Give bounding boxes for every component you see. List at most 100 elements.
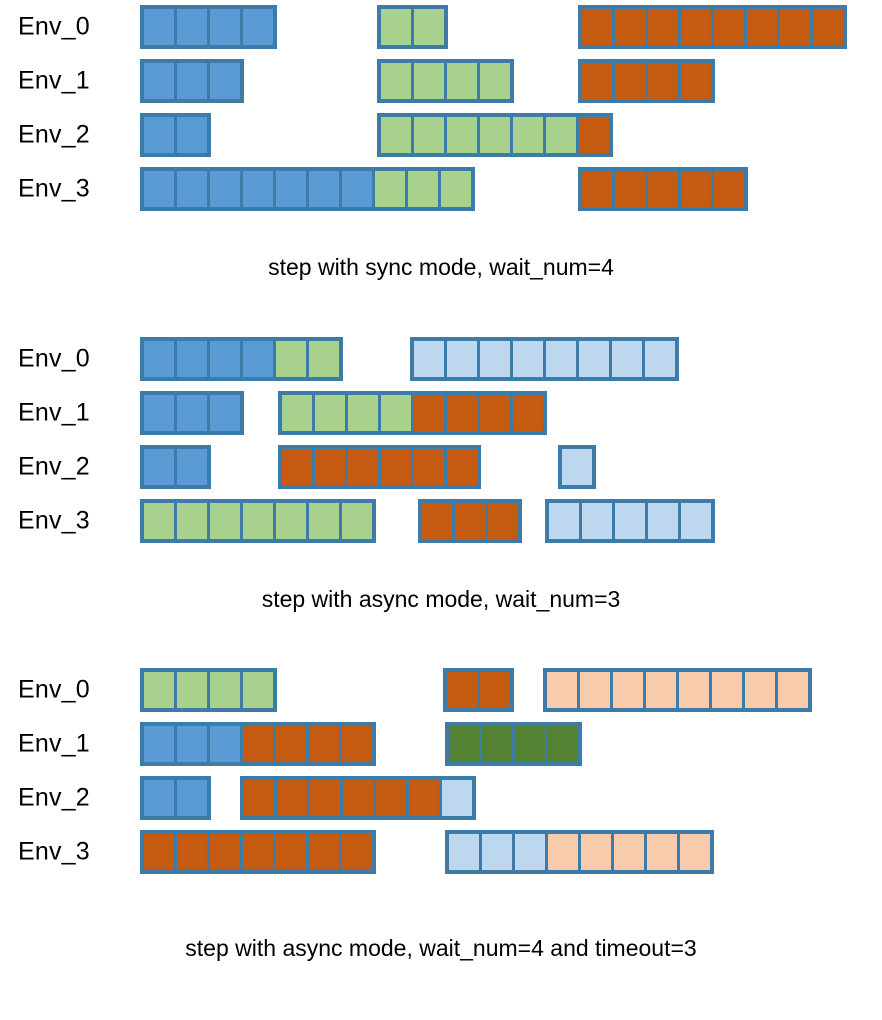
env-row-label: Env_0 <box>18 675 90 704</box>
step-cell-blue <box>144 9 174 45</box>
env-row: Env_3 <box>0 825 882 879</box>
step-cell-blue <box>177 9 207 45</box>
step-cell-green <box>210 672 240 709</box>
step-cell-lightblue <box>480 340 510 377</box>
step-cell-green <box>243 672 273 709</box>
panel-spacer <box>0 282 882 332</box>
env-row: Env_3 <box>0 494 882 548</box>
step-cell-orange <box>414 448 444 485</box>
env-row: Env_0 <box>0 0 882 54</box>
step-block-group <box>140 668 277 713</box>
step-cell-blue <box>177 340 207 377</box>
step-cell-lightblue <box>579 340 609 377</box>
step-block-group <box>140 498 376 543</box>
step-block-group <box>377 59 514 103</box>
step-cell-orange <box>648 63 678 99</box>
step-cell-peach <box>778 672 808 709</box>
step-cell-green <box>441 171 471 207</box>
step-cell-blue <box>144 726 174 763</box>
step-cell-blue <box>144 171 174 207</box>
step-cell-peach <box>646 672 676 709</box>
step-cell-orange <box>376 780 406 817</box>
step-block-group <box>140 776 211 821</box>
step-cell-orange <box>747 9 777 45</box>
step-cell-orange <box>276 726 306 763</box>
step-block-group <box>545 498 715 543</box>
env-row-label: Env_3 <box>18 837 90 866</box>
env-timeline-track <box>0 162 882 216</box>
env-row: Env_0 <box>0 663 882 717</box>
step-cell-orange <box>243 834 273 871</box>
step-cell-lightblue <box>549 502 579 539</box>
step-cell-peach <box>614 834 644 871</box>
step-cell-green <box>315 394 345 431</box>
step-block-group <box>140 722 376 767</box>
step-cell-peach <box>581 834 611 871</box>
step-cell-green <box>177 672 207 709</box>
env-row-label: Env_3 <box>18 506 90 535</box>
step-cell-orange <box>455 502 485 539</box>
step-cell-lightblue <box>447 340 477 377</box>
step-cell-lightblue <box>482 834 512 871</box>
step-cell-orange <box>480 672 510 709</box>
env-timeline-track <box>0 0 882 54</box>
step-cell-orange <box>282 448 312 485</box>
step-cell-green <box>348 394 378 431</box>
env-row-label: Env_2 <box>18 783 90 812</box>
step-cell-peach <box>712 672 742 709</box>
step-cell-blue <box>144 448 174 485</box>
step-cell-lightblue <box>414 340 444 377</box>
step-cell-green <box>480 117 510 153</box>
step-cell-orange <box>615 171 645 207</box>
step-cell-lightblue <box>442 780 472 817</box>
step-cell-green <box>177 502 207 539</box>
step-cell-orange <box>480 394 510 431</box>
step-cell-blue <box>144 63 174 99</box>
step-cell-lightblue <box>582 502 612 539</box>
step-block-group <box>377 5 448 49</box>
step-cell-blue <box>177 726 207 763</box>
step-block-group <box>278 390 547 435</box>
step-cell-orange <box>309 726 339 763</box>
env-row: Env_3 <box>0 162 882 216</box>
step-cell-blue <box>144 117 174 153</box>
step-cell-orange <box>615 63 645 99</box>
step-cell-orange <box>447 394 477 431</box>
env-row-label: Env_2 <box>18 120 90 149</box>
panel-caption: step with async mode, wait_num=4 and tim… <box>185 935 697 962</box>
step-cell-orange <box>409 780 439 817</box>
env-timeline-track <box>0 332 882 386</box>
step-cell-blue <box>243 171 273 207</box>
step-cell-orange <box>244 780 274 817</box>
step-cell-green <box>309 340 339 377</box>
step-cell-green <box>381 394 411 431</box>
panel-spacer <box>0 613 882 663</box>
step-cell-orange <box>615 9 645 45</box>
panel-caption: step with sync mode, wait_num=4 <box>268 254 614 280</box>
step-cell-darkgreen <box>515 726 545 763</box>
step-cell-orange <box>681 171 711 207</box>
step-block-group <box>140 5 277 49</box>
step-cell-orange <box>277 780 307 817</box>
step-cell-blue <box>177 117 207 153</box>
step-cell-blue <box>210 9 240 45</box>
step-block-group <box>140 113 211 157</box>
env-row-label: Env_0 <box>18 12 90 41</box>
step-cell-orange <box>714 171 744 207</box>
step-cell-peach <box>680 834 710 871</box>
step-cell-orange <box>780 9 810 45</box>
step-cell-blue <box>177 448 207 485</box>
env-row-label: Env_3 <box>18 174 90 203</box>
step-cell-green <box>276 502 306 539</box>
step-block-group <box>278 444 481 489</box>
env-timeline-track <box>0 825 882 879</box>
step-block-group <box>240 776 476 821</box>
step-cell-peach <box>679 672 709 709</box>
step-block-group <box>140 59 244 103</box>
step-cell-blue <box>177 394 207 431</box>
step-cell-orange <box>582 9 612 45</box>
step-cell-orange <box>681 63 711 99</box>
step-cell-green <box>414 63 444 99</box>
step-cell-orange <box>177 834 207 871</box>
